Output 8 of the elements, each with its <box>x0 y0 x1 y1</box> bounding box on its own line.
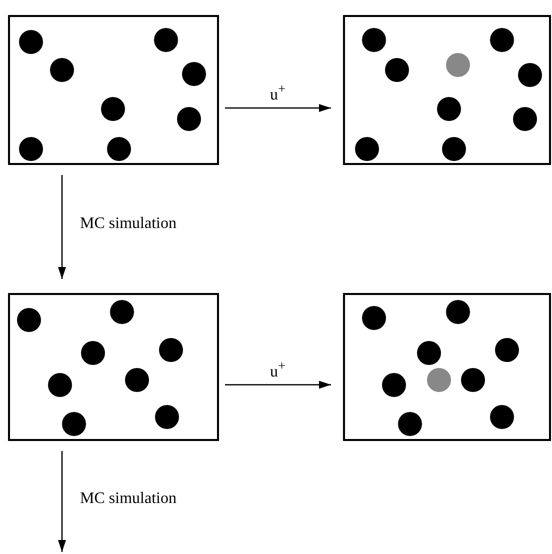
arrow <box>58 175 66 279</box>
particle-box <box>8 15 219 165</box>
arrow <box>225 380 331 389</box>
particle-box <box>8 293 219 441</box>
arrow <box>58 451 66 552</box>
particle-box <box>343 293 551 441</box>
arrow <box>225 104 331 112</box>
particle-box <box>343 15 551 165</box>
